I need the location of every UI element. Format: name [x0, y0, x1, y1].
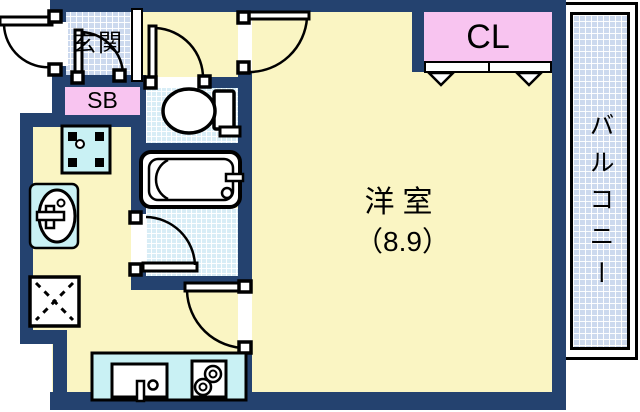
room-name-label: 洋室 [364, 186, 441, 219]
kitchen-door-swing-icon [183, 279, 253, 355]
shoebox [65, 87, 140, 115]
toilet-door-gap [148, 77, 206, 88]
void-x-icon [28, 275, 81, 328]
wall-closet-left [412, 10, 425, 72]
washing-machine-pan-icon [60, 124, 112, 175]
closet-bifold-arrow-icon [425, 71, 545, 87]
kitchen-door-gap [238, 285, 252, 348]
shoebox-label: SB [87, 87, 118, 113]
front-door-gap [50, 22, 68, 66]
toilet-door-swing-icon [143, 24, 212, 90]
room-size-label: （8.9） [355, 226, 450, 257]
wall-toilet-bath [131, 143, 246, 153]
kitchen-sink-icon [110, 362, 169, 403]
wall-top [50, 0, 566, 12]
main-room-door-swing-icon [236, 10, 311, 75]
wall-right [552, 8, 566, 400]
entrance-label: 玄関 [72, 30, 124, 57]
washbasin-icon [28, 182, 80, 250]
entrance-partition [131, 8, 143, 82]
toilet-icon [161, 87, 242, 138]
closet [424, 12, 552, 62]
closet-label: CL [466, 18, 510, 56]
bathroom-door-swing-icon [128, 210, 199, 277]
wall-step-horizontal [20, 330, 67, 344]
balcony-deck [570, 12, 630, 350]
stove-icon [190, 359, 228, 399]
balcony-label: バルコニー [586, 112, 614, 297]
entrance-door-swing-icon [70, 28, 127, 85]
bathtub-icon [139, 150, 245, 209]
main-room-door-gap [238, 13, 252, 72]
wall-step-vertical [53, 344, 67, 404]
front-door-swing-icon [0, 9, 63, 77]
bathroom-door-gap [131, 214, 146, 270]
